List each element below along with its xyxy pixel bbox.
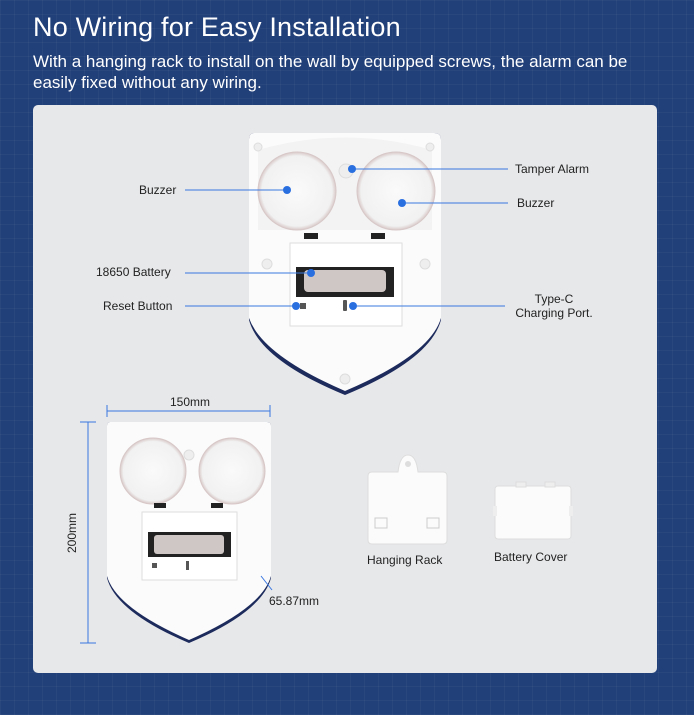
battery-cover [493, 481, 573, 540]
dimension-lines [80, 405, 273, 644]
label-18650-battery: 18650 Battery [96, 265, 171, 279]
dimension-width: 150mm [170, 395, 211, 409]
label-buzzer-right: Buzzer [517, 196, 555, 210]
dimension-depth: 65.87mm [269, 594, 320, 608]
label-battery-cover: Battery Cover [494, 550, 568, 564]
label-tamper-alarm: Tamper Alarm [515, 162, 590, 176]
label-type-c-line2: Charging Port. [515, 306, 593, 320]
hanging-rack [367, 454, 448, 545]
alarm-device-main [249, 133, 441, 395]
page-title: No Wiring for Easy Installation [33, 12, 401, 42]
label-reset-button: Reset Button [103, 299, 173, 313]
label-type-c-port: Type-C Charging Port. [509, 292, 599, 320]
label-type-c-line1: Type-C [534, 292, 574, 306]
page-subtitle: With a hanging rack to install on the wa… [33, 52, 628, 92]
label-hanging-rack: Hanging Rack [367, 553, 443, 567]
callout-dots [283, 165, 406, 310]
dimension-height: 200mm [65, 512, 80, 554]
alarm-device-dimensioned [107, 422, 271, 643]
label-buzzer-left: Buzzer [139, 183, 177, 197]
